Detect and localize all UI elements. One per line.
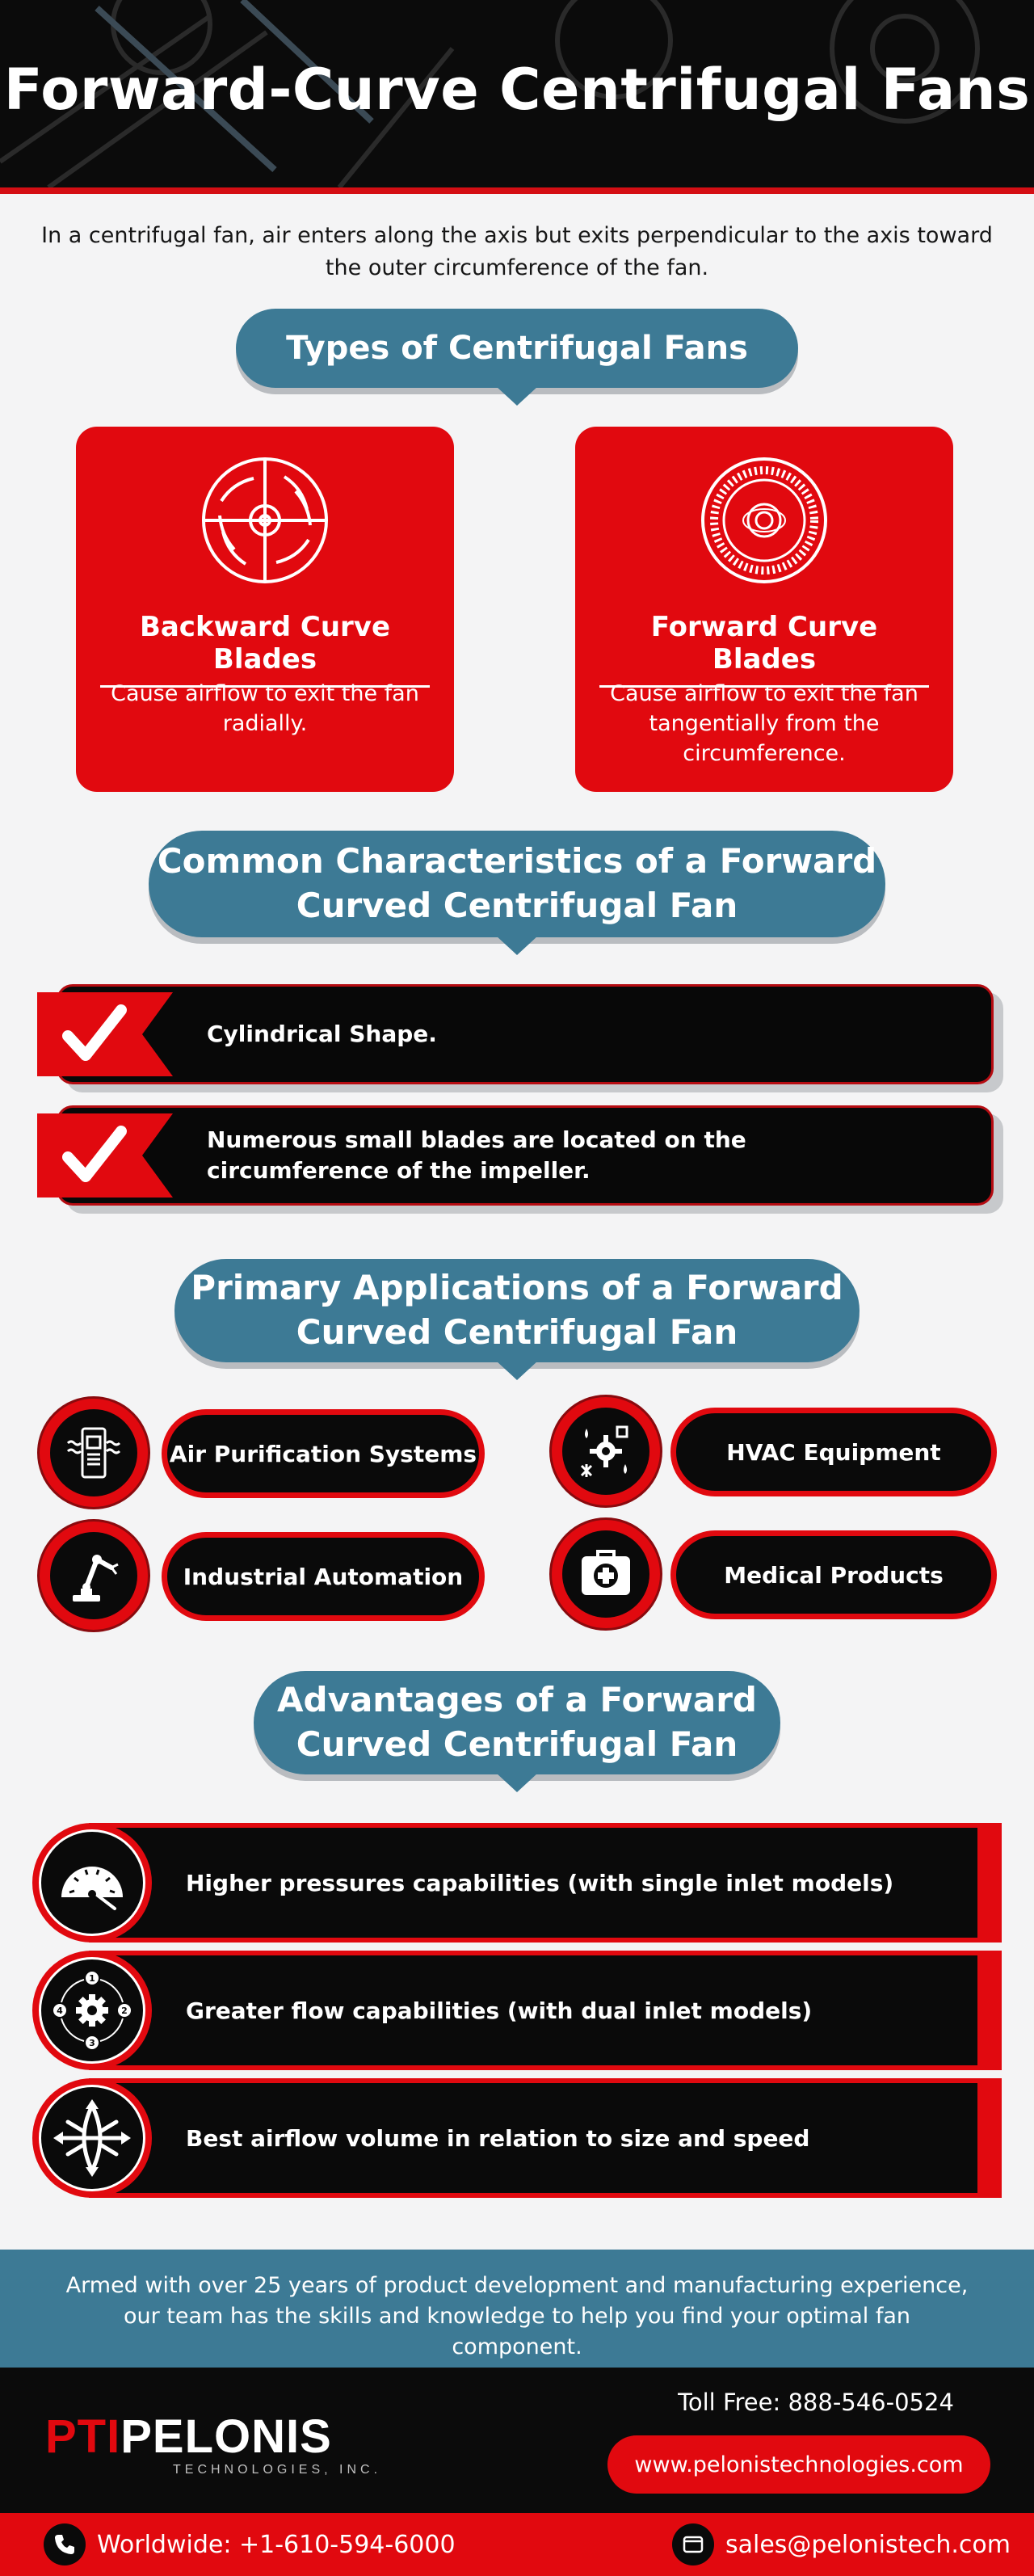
application-icon-badge [549, 1517, 662, 1631]
website-label: www.pelonistechnologies.com [634, 2452, 964, 2477]
application-icon-badge [549, 1395, 662, 1508]
contact-strip: Worldwide: +1-610-594-6000 sales@pelonis… [0, 2513, 1034, 2576]
air-purifier-icon [66, 1427, 121, 1479]
characteristic-row [57, 984, 994, 1084]
types-heading: Types of Centrifugal Fans [286, 330, 748, 367]
email-label: sales@pelonistech.com [725, 2530, 1011, 2559]
worldwide-phone[interactable]: Worldwide: +1-610-594-6000 [44, 2523, 456, 2565]
type-card-forward: Forward Curve Blades Cause airflow to ex… [575, 427, 953, 792]
application-icon-badge [37, 1396, 150, 1509]
application-label: Air Purification Systems [169, 1440, 477, 1467]
pressure-gauge-icon [61, 1867, 123, 1910]
characteristic-text: Cylindrical Shape. [207, 1021, 437, 1047]
card-title: Backward Curve Blades [100, 611, 430, 688]
medical-kit-icon [582, 1550, 630, 1595]
page-title: Forward-Curve Centrifugal Fans [3, 57, 1031, 123]
gear-flow-icon: 1 2 3 4 [53, 1972, 131, 2049]
email-contact[interactable]: sales@pelonistech.com [672, 2523, 1011, 2565]
hvac-icon [580, 1425, 628, 1477]
logo-subtitle: TECHNOLOGIES, INC. [173, 2463, 382, 2477]
toll-free-number[interactable]: Toll Free: 888-546-0524 [678, 2389, 954, 2416]
section-heading-characteristics: Common Characteristics of a Forward Curv… [149, 831, 885, 955]
characteristics-heading: Common Characteristics of a Forward Curv… [157, 841, 877, 925]
application-label: Industrial Automation [183, 1563, 464, 1590]
intro-text: In a centrifugal fan, air enters along t… [41, 223, 993, 280]
advantage-text: Greater flow capabilities (with dual inl… [186, 1997, 813, 2024]
card-description: Cause airflow to exit the fan radially. [111, 681, 419, 736]
advantage-row: 1 2 3 4 Greater flow capabilities (with du… [32, 1951, 1002, 2070]
hero-banner: Forward-Curve Centrifugal Fans [0, 0, 1034, 187]
browser-window-icon [683, 2536, 704, 2553]
card-description: Cause airflow to exit the fan tangential… [610, 681, 918, 766]
application-hvac: HVAC Equipment [670, 1408, 997, 1496]
section-heading-types: Types of Centrifugal Fans [236, 309, 798, 406]
section-heading-advantages: Advantages of a Forward Curved Centrifug… [254, 1671, 780, 1792]
application-industrial-automation: Industrial Automation [162, 1532, 485, 1621]
card-title: Forward Curve Blades [599, 611, 929, 688]
application-air-purification: Air Purification Systems [162, 1409, 485, 1498]
advantages-heading: Advantages of a Forward Curved Centrifug… [277, 1680, 757, 1764]
application-label: Medical Products [724, 1561, 944, 1589]
advantage-text: Higher pressures capabilities (with sing… [186, 1869, 894, 1896]
fan-background-graphic [0, 0, 980, 187]
company-logo[interactable]: PTIPELONIS TECHNOLOGIES, INC. [45, 2410, 385, 2477]
svg-text:4: 4 [57, 2006, 63, 2016]
type-card-backward: Backward Curve Blades Cause airflow to e… [76, 427, 454, 792]
svg-text:2: 2 [121, 2006, 128, 2016]
section-heading-applications: Primary Applications of a Forward Curved… [174, 1259, 860, 1380]
header-divider [0, 187, 1034, 194]
characteristic-text: Numerous small blades are located on the… [207, 1126, 746, 1184]
logo-name: PELONIS [120, 2410, 332, 2463]
tagline-text: Armed with over 25 years of product deve… [65, 2273, 969, 2359]
advantage-text: Best airflow volume in relation to size … [186, 2124, 810, 2152]
applications-heading: Primary Applications of a Forward Curved… [191, 1268, 843, 1352]
phone-icon [55, 2535, 74, 2554]
website-link[interactable]: www.pelonistechnologies.com [607, 2435, 990, 2494]
tagline-band: Armed with over 25 years of product deve… [0, 2250, 1034, 2368]
backward-curve-fan-icon [202, 457, 328, 583]
application-medical-products: Medical Products [670, 1530, 997, 1619]
check-icon [37, 1113, 173, 1198]
logo-pti: PTI [45, 2410, 121, 2463]
svg-text:3: 3 [89, 2038, 95, 2048]
airflow-arrows-icon [53, 2099, 131, 2177]
robot-arm-icon [73, 1555, 119, 1602]
application-icon-badge [37, 1519, 150, 1632]
check-icon [37, 992, 173, 1076]
advantage-row: Higher pressures capabilities (with sing… [32, 1823, 1002, 1943]
forward-curve-fan-icon [701, 457, 827, 583]
advantage-row: Best airflow volume in relation to size … [32, 2078, 1002, 2198]
contact-band: PTIPELONIS TECHNOLOGIES, INC. Toll Free:… [0, 2368, 1034, 2513]
worldwide-phone-label: Worldwide: +1-610-594-6000 [97, 2530, 456, 2559]
application-label: HVAC Equipment [726, 1438, 941, 1466]
svg-text:1: 1 [89, 1973, 95, 1984]
